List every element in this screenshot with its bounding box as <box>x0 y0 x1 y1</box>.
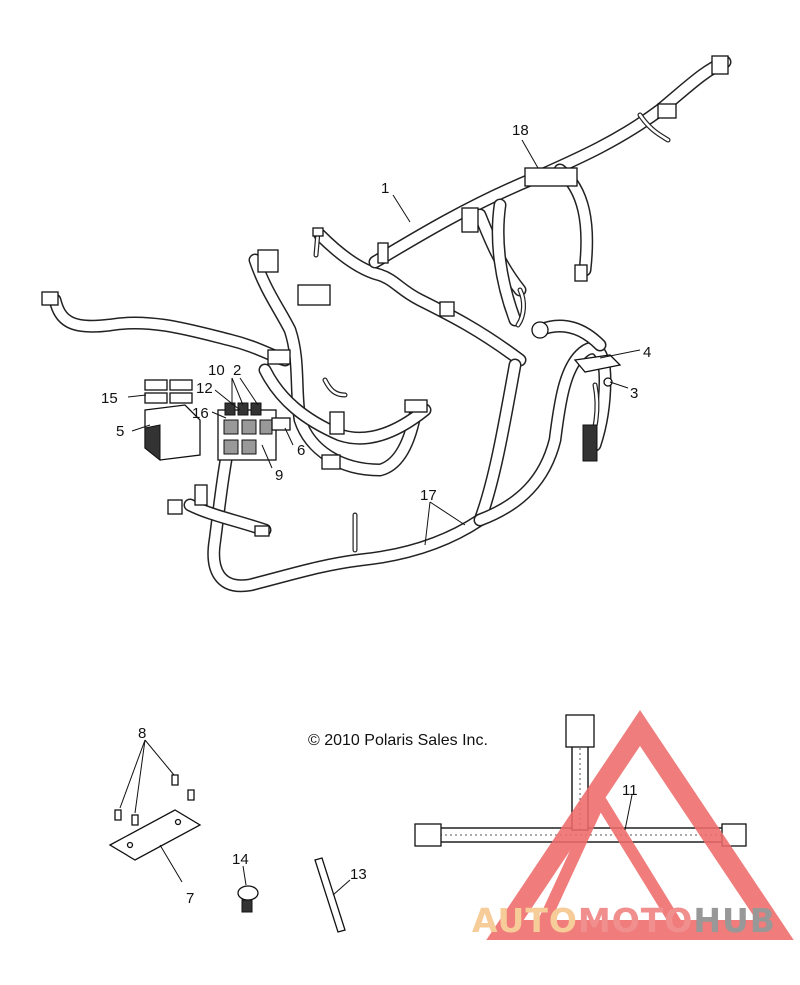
fuse-icon <box>241 439 257 455</box>
ground-strap-assembly <box>573 354 622 462</box>
bracket-hole-icon <box>126 841 134 849</box>
fuse-icon <box>241 419 257 435</box>
screw-icon <box>187 789 195 801</box>
callout-4: 4 <box>643 344 651 361</box>
label-icon <box>144 379 168 391</box>
grommet-icon <box>531 321 549 339</box>
callout-11: 11 <box>622 782 638 799</box>
leader-lines <box>119 139 641 896</box>
main-wiring-harness <box>313 55 732 367</box>
screw-icon <box>171 774 179 786</box>
connector-icon <box>267 349 291 365</box>
connector-icon <box>41 291 59 306</box>
connector-icon <box>414 823 442 847</box>
screw-icon <box>114 809 122 821</box>
mounting-bracket <box>108 809 202 861</box>
connector-icon <box>297 284 331 306</box>
left-harness-branch <box>48 253 432 537</box>
callout-16: 16 <box>192 405 209 422</box>
callout-5: 5 <box>116 423 124 440</box>
copyright-notice: © 2010 Polaris Sales Inc. <box>308 732 488 749</box>
label-icon <box>144 392 168 404</box>
ground-terminal-icon <box>603 377 613 387</box>
relay-icon <box>250 402 262 416</box>
connector-icon <box>254 525 270 537</box>
callout-2: 2 <box>233 362 241 379</box>
connector-icon <box>461 207 479 233</box>
connector-icon <box>711 55 729 75</box>
callout-7: 7 <box>186 890 194 907</box>
relay-icon <box>224 402 236 416</box>
watermark: AUTOMOTOHUB <box>472 710 794 940</box>
callout-13: 13 <box>350 866 367 883</box>
callout-18: 18 <box>512 122 529 139</box>
callout-14: 14 <box>232 851 249 868</box>
callout-3: 3 <box>630 385 638 402</box>
connector-icon <box>167 499 183 515</box>
harness-clip <box>237 885 259 913</box>
callout-10: 10 <box>208 362 225 379</box>
fuse-box-assembly <box>217 402 291 461</box>
callout-1: 1 <box>381 180 389 197</box>
connector-icon <box>439 301 455 317</box>
connector-icon <box>574 264 588 282</box>
bracket-hole-icon <box>174 818 182 826</box>
connector-icon <box>329 411 345 435</box>
decal-labels <box>144 379 193 404</box>
screws <box>114 774 195 826</box>
fuse-icon <box>223 419 239 435</box>
callout-numbers: 1 2 3 4 5 6 7 8 9 10 11 12 13 14 15 16 1… <box>101 122 651 907</box>
callout-17: 17 <box>420 487 437 504</box>
label-icon <box>169 379 193 391</box>
connector-icon <box>194 484 208 506</box>
callout-6: 6 <box>297 442 305 459</box>
watermark-moto: MOTO <box>578 901 693 940</box>
connector-icon <box>404 399 428 413</box>
watermark-text: AUTOMOTOHUB <box>472 901 776 940</box>
watermark-inner-triangle-icon <box>530 787 691 936</box>
label-icon <box>169 392 193 404</box>
connector-icon <box>657 103 677 119</box>
frame-wiring-harness <box>207 319 612 593</box>
callout-12: 12 <box>196 380 213 397</box>
connector-icon <box>312 227 324 237</box>
screw-icon <box>131 814 139 826</box>
watermark-auto: AUTO <box>472 901 578 940</box>
callout-15: 15 <box>101 390 118 407</box>
relay-bracket-icon <box>524 167 578 187</box>
fuse-icon <box>223 439 239 455</box>
callout-8: 8 <box>138 725 146 742</box>
connector-icon <box>257 249 279 273</box>
callout-9: 9 <box>275 467 283 484</box>
watermark-hub: HUB <box>693 901 776 940</box>
cable-tie <box>314 857 346 933</box>
harness-connectors <box>41 55 729 537</box>
connector-icon <box>582 424 598 462</box>
fuse-cover-icon <box>271 417 291 431</box>
connector-icon <box>565 714 595 748</box>
fuse-icon <box>259 419 273 435</box>
connector-icon <box>321 454 341 470</box>
connector-icon <box>377 242 389 264</box>
relay-cover <box>144 404 201 462</box>
